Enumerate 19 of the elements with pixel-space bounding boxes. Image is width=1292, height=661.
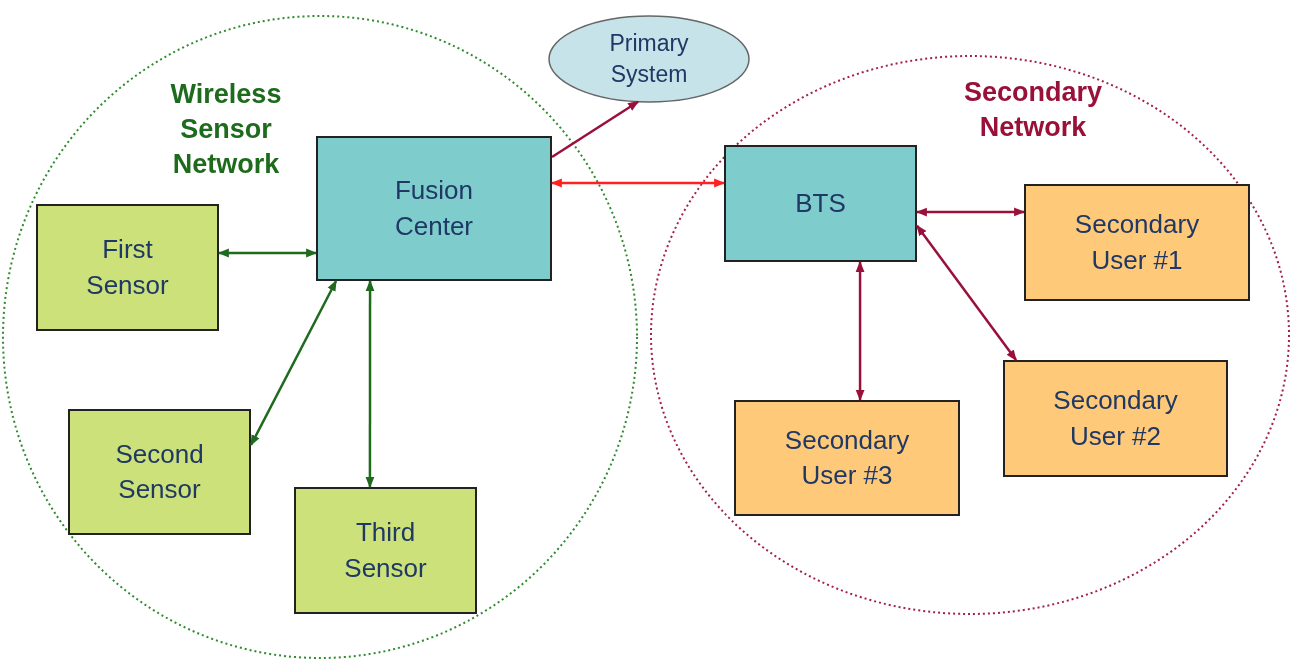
- arrow: [551, 100, 639, 159]
- system-label: Primary System: [608, 28, 690, 89]
- arrow: [915, 207, 1026, 217]
- sensor-box: Second Sensor: [68, 409, 251, 535]
- arrow: [855, 260, 865, 402]
- user-box: Secondary User #1: [1024, 184, 1250, 301]
- arrow: [550, 178, 726, 188]
- sensor-box: Third Sensor: [294, 487, 477, 614]
- arrow: [217, 248, 318, 258]
- station-box: BTS: [724, 145, 917, 262]
- process-box: Fusion Center: [316, 136, 552, 281]
- region-heading: Wireless Sensor Network: [169, 78, 283, 182]
- user-box: Secondary User #2: [1003, 360, 1228, 477]
- arrow: [365, 279, 375, 489]
- user-box: Secondary User #3: [734, 400, 960, 516]
- region-heading: Secondary Network: [962, 76, 1104, 145]
- arrow: [249, 280, 338, 446]
- sensor-box: First Sensor: [36, 204, 219, 331]
- arrow: [916, 224, 1018, 361]
